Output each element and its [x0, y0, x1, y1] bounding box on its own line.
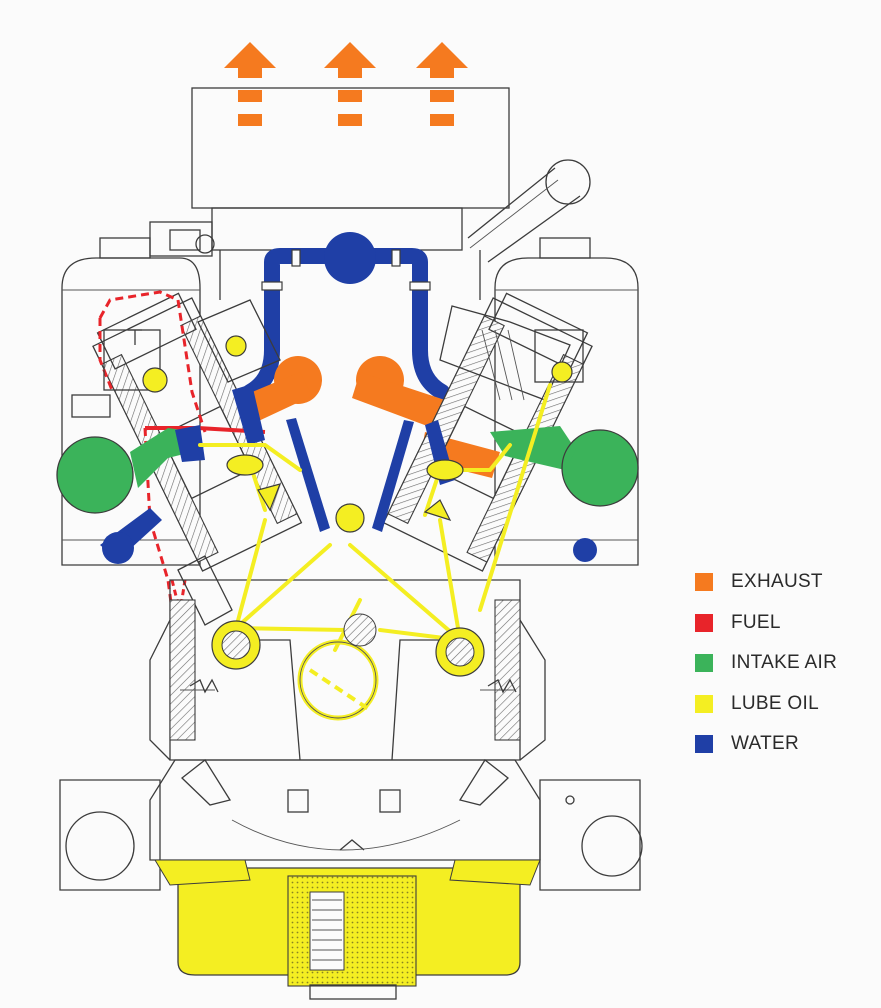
legend-label-exhaust: EXHAUST: [731, 571, 823, 593]
fuel-injector-pump: [71, 329, 233, 626]
legend-item-fuel: FUEL: [695, 603, 837, 644]
legend-swatch-fuel: [695, 613, 713, 632]
legend-item-intake-air: INTAKE AIR: [695, 643, 837, 684]
exhaust-housing: [149, 87, 591, 300]
legend-item-water: WATER: [695, 724, 837, 765]
legend: EXHAUST FUEL INTAKE AIR LUBE OIL WATER: [695, 562, 837, 765]
legend-label-intake-air: INTAKE AIR: [731, 652, 838, 674]
exhaust-arrow-right: [416, 42, 468, 126]
lower-crankcase: [149, 759, 541, 861]
right-side-tank: [494, 237, 639, 566]
left-side-cover: [59, 779, 161, 891]
left-cylinder-head: [197, 299, 281, 383]
crankshaft: [221, 613, 475, 721]
right-side-cover: [539, 779, 643, 891]
intake-air-right: [490, 426, 638, 506]
legend-item-exhaust: EXHAUST: [695, 562, 837, 603]
engine-block: [149, 579, 546, 761]
legend-label-fuel: FUEL: [731, 611, 781, 633]
water-manifold: [242, 232, 450, 400]
legend-label-water: WATER: [731, 733, 799, 755]
intake-air-right-outline: [561, 429, 639, 507]
legend-label-lube-oil: LUBE OIL: [731, 692, 819, 714]
right-cylinder-head: [439, 305, 584, 401]
legend-swatch-exhaust: [695, 573, 713, 592]
exhaust-outflow-arrows: [224, 42, 468, 126]
legend-swatch-intake-air: [695, 654, 713, 673]
legend-item-lube-oil: LUBE OIL: [695, 684, 837, 725]
legend-swatch-lube-oil: [695, 694, 713, 713]
exhaust-arrow-left: [224, 42, 276, 126]
legend-swatch-water: [695, 735, 713, 754]
exhaust-arrow-center: [324, 42, 376, 126]
water-manifold-clamps: [261, 249, 431, 291]
oil-sump: [154, 859, 541, 1000]
intake-air-left-outline: [56, 436, 134, 514]
